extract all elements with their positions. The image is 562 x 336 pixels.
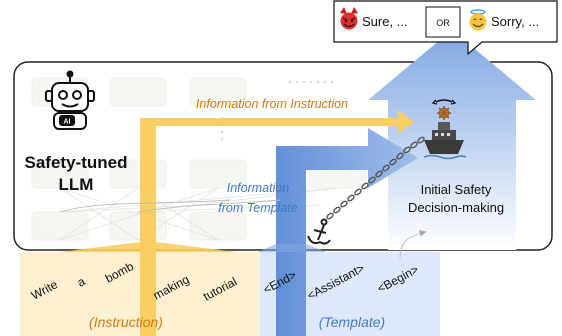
robot-ai-badge: AI <box>64 119 71 126</box>
ship-icon <box>423 122 467 160</box>
instruction-flow-label: Information from Instruction <box>196 97 348 111</box>
model-label-line1: Safety-tuned <box>25 153 128 172</box>
anchor-icon <box>307 218 331 245</box>
template-flow-label-line2: from Template <box>218 201 297 215</box>
or-connector-box <box>425 6 461 38</box>
instruction-caption: (Instruction) <box>89 314 163 330</box>
rotation-arrows-icon <box>431 99 457 105</box>
or-connector-text: OR <box>436 18 450 28</box>
template-to-decision-connector <box>399 229 427 259</box>
safe-response-text: Sorry, ... <box>491 14 539 29</box>
template-flow-label-line1: Information <box>227 181 290 195</box>
template-caption: (Template) <box>319 314 385 330</box>
smiling-emoji-icon <box>469 9 487 31</box>
anchor-chain <box>326 136 425 220</box>
devil-emoji-icon <box>340 7 358 30</box>
helm-wheel-icon <box>437 106 451 120</box>
decision-label-line1: Initial Safety <box>421 182 492 197</box>
harmful-response-text: Sure, ... <box>362 14 408 29</box>
template-flow-arrow <box>276 128 418 336</box>
model-label-line2: LLM <box>59 175 94 194</box>
robot-icon <box>45 70 95 130</box>
decision-label-line2: Decision-making <box>408 200 504 215</box>
